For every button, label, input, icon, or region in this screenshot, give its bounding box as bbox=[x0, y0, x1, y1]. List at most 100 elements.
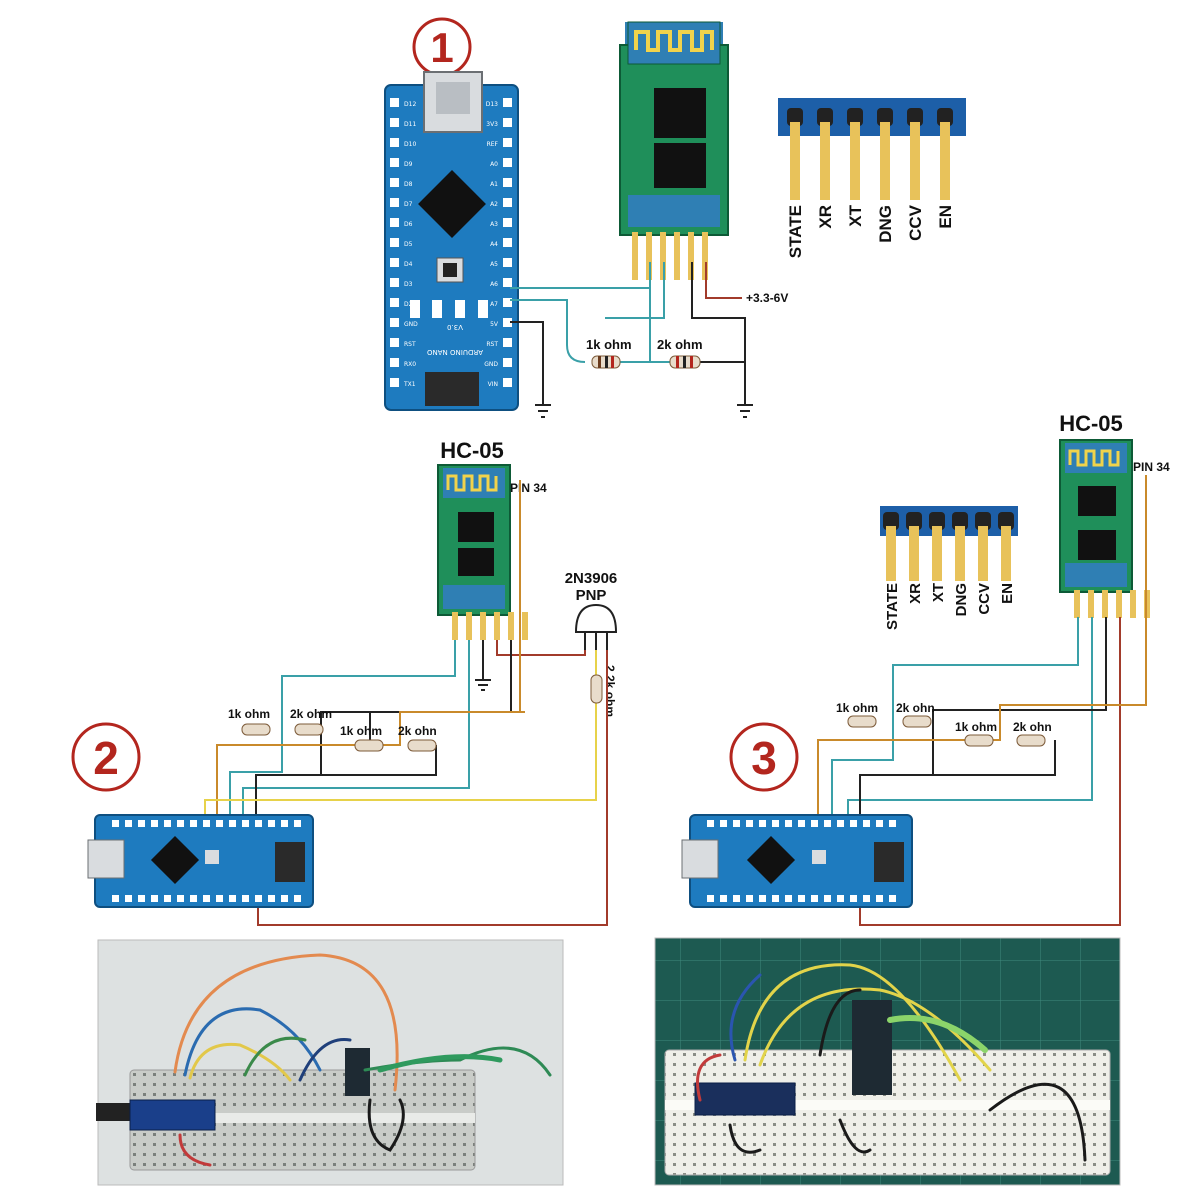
nano-pin-hole bbox=[281, 820, 288, 827]
nano-pin-hole bbox=[138, 895, 145, 902]
hc05-pin bbox=[480, 612, 486, 640]
nano-pin-hole bbox=[190, 820, 197, 827]
nano-pin-hole bbox=[390, 358, 399, 367]
nano-pin-hole bbox=[876, 820, 883, 827]
panel-3-wires bbox=[817, 475, 1147, 926]
nano-pin-hole bbox=[720, 895, 727, 902]
nano-pin-hole bbox=[837, 895, 844, 902]
nano-pin-hole bbox=[294, 820, 301, 827]
pinout-pin bbox=[940, 122, 950, 200]
nano-pin-hole bbox=[216, 820, 223, 827]
resistor-1k-b-label-p2: 1k ohm bbox=[340, 724, 382, 738]
pinout-collar bbox=[906, 512, 922, 530]
nano-pin-hole bbox=[112, 895, 119, 902]
resistor-2k2-label: 2.2k ohm bbox=[603, 665, 617, 717]
breadboard-photo-2 bbox=[96, 939, 564, 1186]
nano-pin-hole bbox=[798, 820, 805, 827]
pinout-label: XT bbox=[930, 583, 947, 602]
pinout-label: CCV bbox=[906, 204, 925, 241]
nano-pin-hole bbox=[811, 820, 818, 827]
nano-pin-hole bbox=[190, 895, 197, 902]
hc05-pin bbox=[646, 232, 652, 280]
nano-pin-label: 3V3 bbox=[486, 121, 498, 128]
nano-pin-label: VIN bbox=[488, 381, 498, 388]
nano-pin-hole bbox=[746, 895, 753, 902]
nano-pin-hole bbox=[177, 895, 184, 902]
hc05-pin bbox=[452, 612, 458, 640]
nano-pin-label: A3 bbox=[490, 221, 498, 228]
hc05-pin bbox=[494, 612, 500, 640]
nano-pin-hole bbox=[229, 895, 236, 902]
nano-pin-hole bbox=[837, 820, 844, 827]
resistor-1k-a-label-p2: 1k ohm bbox=[228, 707, 270, 721]
icsp-header bbox=[425, 372, 479, 406]
resistor-1k-a-label-p3: 1k ohm bbox=[836, 701, 878, 715]
nano-pin-hole bbox=[390, 198, 399, 207]
resistor-2k-label-p1: 2k ohm bbox=[657, 337, 703, 352]
resistor-2k-p1 bbox=[669, 355, 701, 369]
hc05-pin bbox=[1116, 590, 1122, 618]
nano-pin-hole bbox=[255, 895, 262, 902]
panel-2-wires bbox=[204, 480, 608, 926]
nano-pin-hole bbox=[759, 820, 766, 827]
nano-pin-hole bbox=[503, 378, 512, 387]
nano-version-label: V3.0 bbox=[447, 323, 463, 331]
pinout-label: XT bbox=[846, 204, 865, 226]
nano-pin-hole bbox=[390, 298, 399, 307]
nano-pin-hole bbox=[390, 98, 399, 107]
nano-photo-2 bbox=[129, 1099, 216, 1131]
nano-pin-hole bbox=[503, 298, 512, 307]
nano-pin-hole bbox=[216, 895, 223, 902]
pinout-collar bbox=[952, 512, 968, 530]
nano-pin-hole bbox=[503, 198, 512, 207]
nano-pin-hole bbox=[876, 895, 883, 902]
nano-pin-hole bbox=[390, 138, 399, 147]
nano-pin-hole bbox=[503, 258, 512, 267]
pinout-label: STATE bbox=[786, 205, 805, 258]
nano-pin-label: A5 bbox=[490, 261, 498, 268]
resistor-2k-a-label-p3: 2k ohn bbox=[896, 701, 935, 715]
pinout-label: XR bbox=[907, 583, 924, 604]
pinout-collar bbox=[937, 108, 953, 126]
nano-pin-hole bbox=[390, 318, 399, 327]
nano-name-label: ARDUINO NANO bbox=[427, 348, 483, 356]
pinout-collar bbox=[877, 108, 893, 126]
pinout-label: DNG bbox=[953, 583, 970, 616]
pin34-label-p3: PIN 34 bbox=[1133, 460, 1170, 474]
nano-pin-hole bbox=[824, 895, 831, 902]
nano-pin-hole bbox=[125, 820, 132, 827]
nano-pin-label: REF bbox=[487, 141, 499, 148]
hc05-pin bbox=[632, 232, 638, 280]
nano-pin-label: D3 bbox=[404, 281, 413, 288]
arduino-nano-board-2 bbox=[87, 814, 314, 908]
nano-pin-hole bbox=[255, 820, 262, 827]
pinout-pin bbox=[909, 526, 919, 581]
nano-pin-hole bbox=[503, 218, 512, 227]
panel-1-wires bbox=[510, 262, 753, 418]
nano-pin-hole bbox=[112, 820, 119, 827]
hc05-pin bbox=[1074, 590, 1080, 618]
nano-pin-hole bbox=[503, 358, 512, 367]
hc05-module-3 bbox=[1059, 439, 1150, 618]
nano-pin-hole bbox=[203, 820, 210, 827]
usb-port-3 bbox=[681, 839, 719, 879]
nano-pin-label: D12 bbox=[404, 101, 416, 108]
pinout-pin bbox=[790, 122, 800, 200]
nano-pin-hole bbox=[772, 820, 779, 827]
nano-pin-hole bbox=[281, 895, 288, 902]
nano-pin-label: A6 bbox=[490, 281, 498, 288]
resistor-1k-a-p2 bbox=[241, 723, 271, 736]
nano-pin-hole bbox=[503, 278, 512, 287]
nano-pin-hole bbox=[390, 158, 399, 167]
pinout-collar bbox=[883, 512, 899, 530]
hc05-title-p3: HC-05 bbox=[1059, 411, 1123, 436]
pinout-collar bbox=[929, 512, 945, 530]
nano-pin-hole bbox=[811, 895, 818, 902]
nano-pin-hole bbox=[824, 820, 831, 827]
nano-pin-hole bbox=[390, 338, 399, 347]
nano-pin-label: A4 bbox=[490, 241, 498, 248]
nano-pin-label: RST bbox=[486, 341, 498, 348]
resistor-1k-b-p3 bbox=[964, 734, 994, 747]
resistor-2k-b-p3 bbox=[1016, 734, 1046, 747]
nano-pin-hole bbox=[503, 178, 512, 187]
